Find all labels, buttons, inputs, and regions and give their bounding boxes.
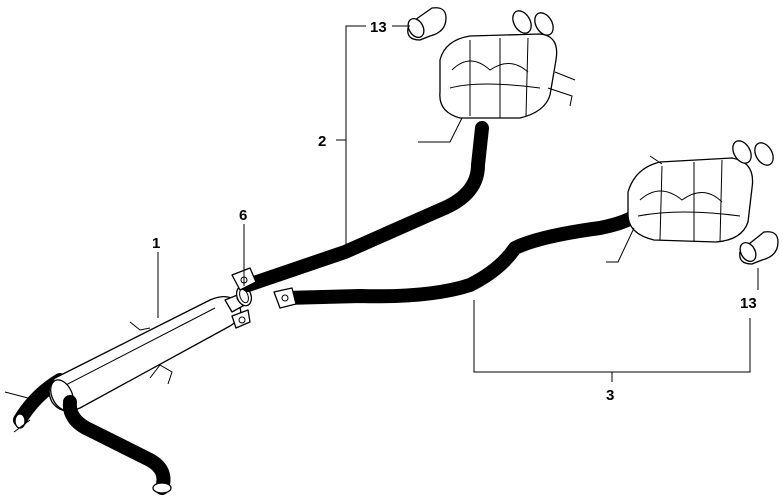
front-silencer[interactable]: [4, 291, 251, 495]
callout-tailpipe-trim-upper: 13: [370, 19, 387, 36]
callout-right-rear-silencer: 3: [606, 387, 614, 404]
callout-front-silencer: 1: [152, 235, 160, 252]
leader-lines: [157, 25, 759, 382]
right-rear-silencer[interactable]: [273, 138, 777, 309]
callout-sealing-ring: 6: [239, 207, 247, 224]
callout-tailpipe-trim-lower: 13: [740, 295, 757, 312]
tailpipe-trim-upper[interactable]: [405, 7, 447, 41]
tailpipe-trim-lower[interactable]: [737, 231, 779, 265]
left-rear-silencer[interactable]: [231, 8, 576, 292]
callout-left-rear-silencer: 2: [318, 133, 326, 150]
